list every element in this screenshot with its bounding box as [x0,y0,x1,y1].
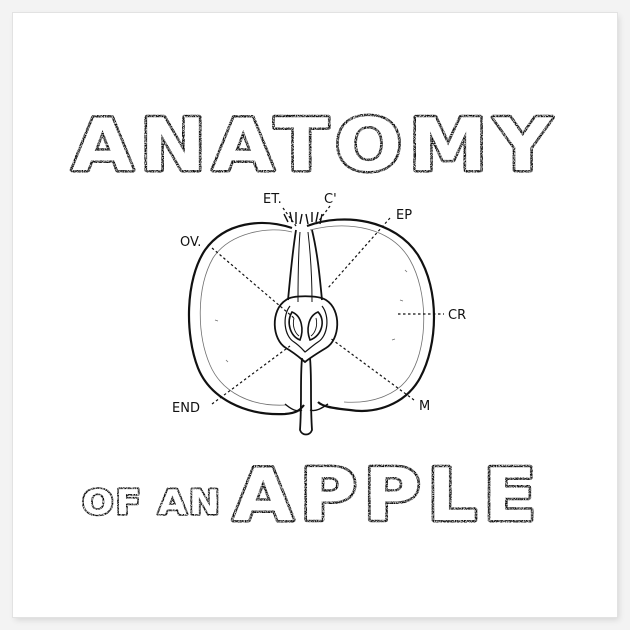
label-ep: EP [396,208,412,223]
subtitle-apple: APPLE [233,453,543,537]
label-c: C' [324,192,337,207]
label-et: ET. [263,192,282,207]
subtitle-of-an: OF AN [82,483,222,523]
title-anatomy: ANATOMY [72,103,558,187]
leader-lines [211,205,444,405]
apple-cross-section [187,211,436,436]
label-cr: CR [448,308,466,323]
label-m: M [419,399,430,414]
label-ov: OV. [180,235,201,250]
label-end: END [172,401,200,416]
